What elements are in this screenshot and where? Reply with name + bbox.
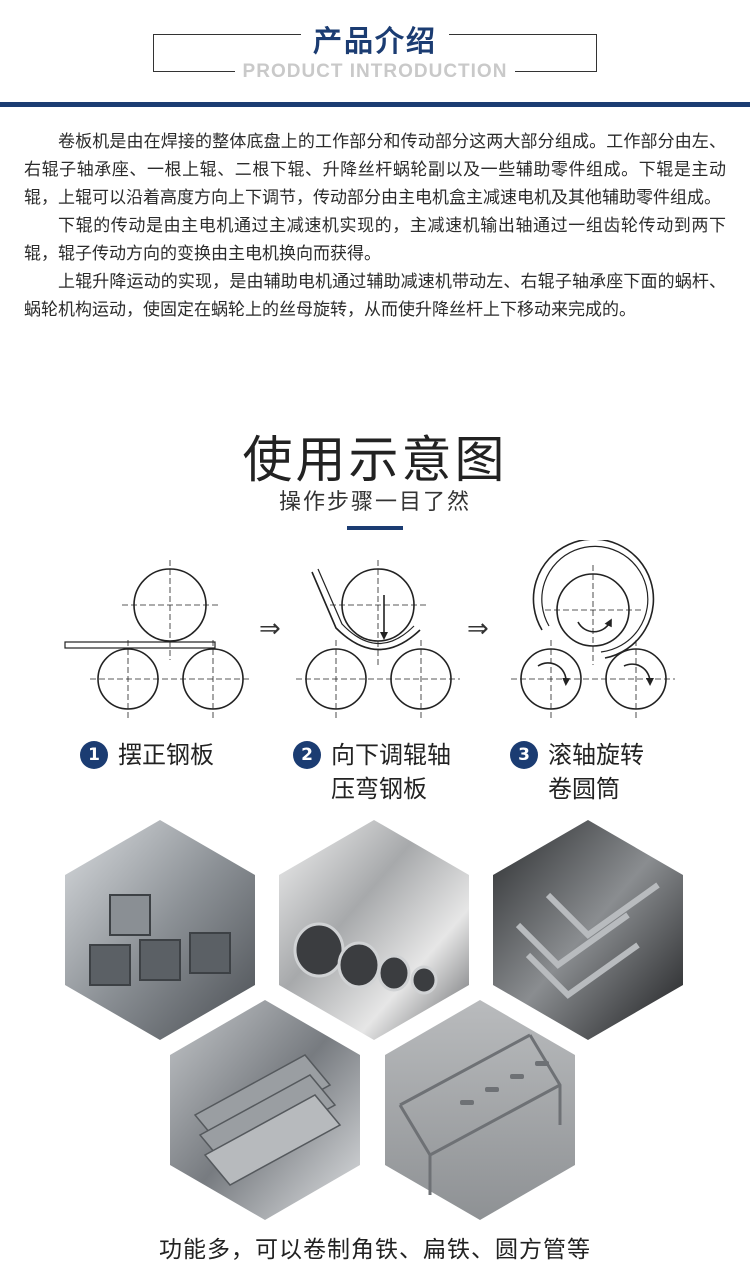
- step-number-badge: 1: [80, 741, 108, 769]
- step-number-badge: 2: [293, 741, 321, 769]
- usage-subtitle: 操作步骤一目了然: [278, 490, 471, 515]
- photos-caption: 功能多，可以卷制角铁、扁铁、圆方管等: [159, 1237, 591, 1263]
- intro-paragraph: 上辊升降运动的实现，是由辅助电机通过辅助减速机带动左、右辊子轴承座下面的蜗杆、蜗…: [24, 272, 726, 320]
- product-photos: [65, 820, 683, 1220]
- usage-title: 使用示意图: [242, 431, 508, 489]
- step-2: 2 向下调辊轴 压弯钢板: [293, 738, 451, 806]
- stage-2-diagram: [296, 560, 460, 718]
- step-label: 压弯钢板: [331, 775, 427, 803]
- angle-iron-photo: [493, 820, 683, 1040]
- intro-text: 卷板机是由在焊接的整体底盘上的工作部分和传动部分这两大部分组成。工作部分由左、右…: [24, 128, 726, 324]
- cable-tray-photo: [385, 1000, 575, 1220]
- rolling-diagram: ⇒ ⇒: [64, 540, 675, 718]
- intro-paragraph: 下辊的传动是由主电机通过主减速机实现的，主减速机输出轴通过一组齿轮传动到两下辊，…: [24, 216, 726, 264]
- stage-3-diagram: [511, 540, 675, 718]
- round-pipe-photo: [279, 820, 469, 1040]
- step-1: 1 摆正钢板: [80, 738, 214, 772]
- section-title: 产品介绍: [0, 18, 750, 60]
- section-header: 产品介绍 PRODUCT INTRODUCTION: [0, 0, 750, 110]
- step-label: 滚轴旋转: [548, 741, 644, 769]
- stage-1-diagram: [64, 560, 250, 718]
- flat-bar-photo: [170, 1000, 360, 1220]
- section-subtitle: PRODUCT INTRODUCTION: [0, 61, 750, 83]
- square-tube-photo: [65, 820, 255, 1040]
- header-divider: [0, 102, 750, 107]
- stage-arrow-1: ⇒: [259, 614, 281, 644]
- step-label: 卷圆筒: [548, 775, 620, 803]
- stage-arrow-2: ⇒: [467, 614, 489, 644]
- step-number-badge: 3: [510, 741, 538, 769]
- usage-title-underline: [347, 526, 403, 530]
- step-label: 摆正钢板: [118, 741, 214, 769]
- step-label: 向下调辊轴: [331, 741, 451, 769]
- intro-paragraph: 卷板机是由在焊接的整体底盘上的工作部分和传动部分这两大部分组成。工作部分由左、右…: [24, 132, 726, 208]
- step-3: 3 滚轴旋转 卷圆筒: [510, 738, 644, 806]
